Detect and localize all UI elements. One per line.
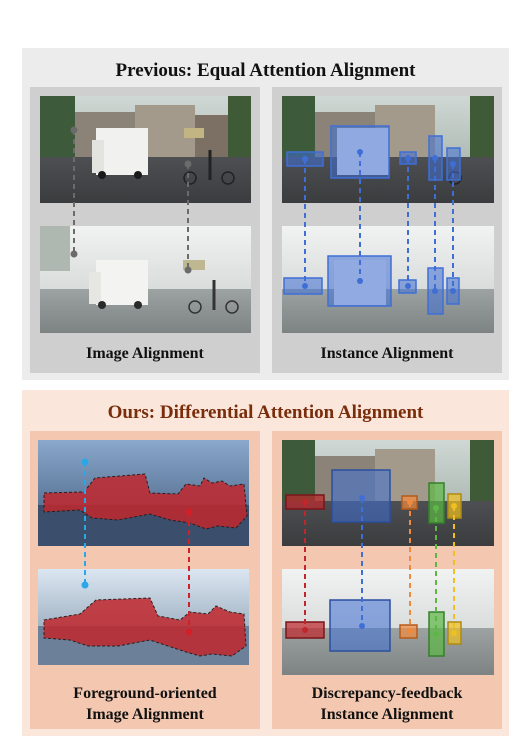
ours-right-caption-line2: Instance Alignment [320,706,454,723]
foreground-alignment-lines [81,458,193,636]
foreground-mask-bottom [43,597,247,657]
instance-alignment-lines [302,149,456,294]
ours-right-caption: Discrepancy-feedback Instance Alignment [272,683,502,725]
previous-left-caption: Image Alignment [86,345,204,362]
ours-left-caption: Foreground-oriented Image Alignment [30,683,260,725]
street-image-clear [40,96,251,203]
ours-right-caption-line1: Discrepancy-feedback [311,685,463,702]
previous-right-caption: Instance Alignment [320,345,454,362]
foreground-mask-top [43,473,248,530]
ours-left-caption-line2: Image Alignment [86,706,204,723]
street-image-foggy [40,226,251,333]
weighted-instance-alignment-lines [302,495,457,637]
weighted-instance-boxes-bottom [285,599,462,657]
ours-left-caption-line1: Foreground-oriented [73,685,217,702]
image-alignment-lines [70,126,192,274]
previous-title: Previous: Equal Attention Alignment [115,60,416,81]
instance-boxes-bottom [283,255,460,315]
ours-title: Ours: Differential Attention Alignment [107,402,424,423]
